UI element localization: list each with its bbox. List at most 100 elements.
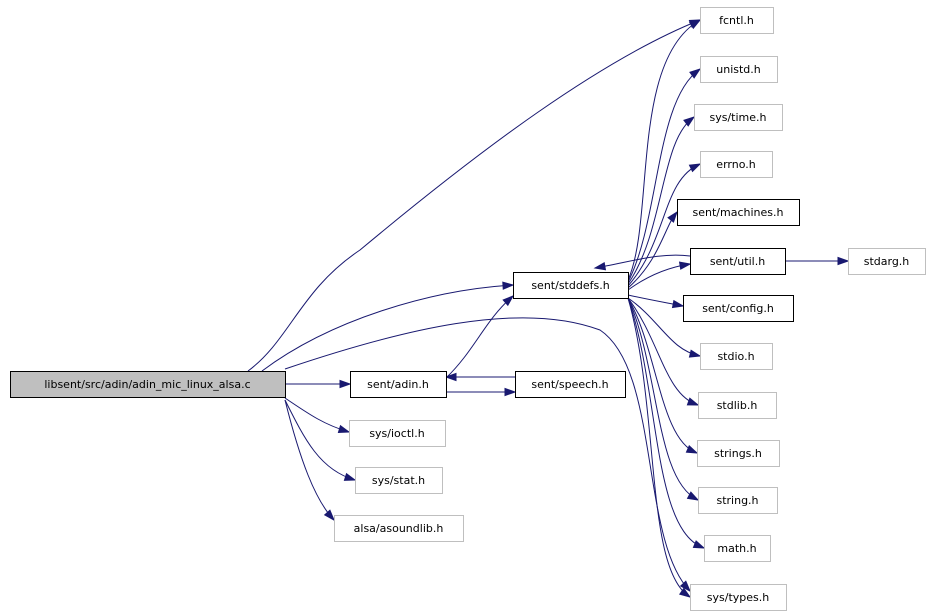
edge-util-to-stdarg-arrowhead xyxy=(837,256,850,266)
node-box xyxy=(334,515,464,542)
node-label: fcntl.h xyxy=(719,14,754,27)
edge-stddefs-to-systypes xyxy=(627,297,692,598)
node-root[interactable]: libsent/src/adin/adin_mic_linux_alsa.c xyxy=(10,371,286,398)
node-box xyxy=(677,199,800,226)
node-box xyxy=(350,371,447,398)
edge-line xyxy=(627,19,701,281)
edge-adin-to-speech xyxy=(446,387,517,397)
edge-root-to-sysstat-arrowhead xyxy=(343,472,357,481)
node-ioctl: sys/ioctl.h xyxy=(349,420,446,447)
node-box xyxy=(700,56,778,83)
node-box xyxy=(700,343,773,370)
edge-line xyxy=(627,163,701,287)
node-box xyxy=(704,535,771,562)
edge-root-to-ioctl xyxy=(284,397,351,433)
edge-root-to-sysstat xyxy=(284,399,357,481)
node-label: errno.h xyxy=(716,158,755,171)
node-errno: errno.h xyxy=(700,151,773,178)
node-label: sys/time.h xyxy=(710,111,767,124)
node-label: sent/util.h xyxy=(710,255,765,268)
edge-line xyxy=(284,399,335,521)
graph-edges xyxy=(247,19,850,598)
node-box xyxy=(698,392,777,419)
node-box xyxy=(700,151,773,178)
edge-stddefs-to-stdlib-arrowhead xyxy=(686,397,700,406)
edge-line xyxy=(627,68,701,283)
node-asound: alsa/asoundlib.h xyxy=(334,515,464,542)
edge-stddefs-to-stdio xyxy=(627,297,702,358)
node-box xyxy=(515,371,626,398)
edge-stddefs-to-stdlib xyxy=(627,297,700,406)
edge-line xyxy=(627,297,691,598)
edge-root-to-stddefs xyxy=(261,281,515,372)
edge-adin-to-stddefs xyxy=(445,294,515,379)
edge-line xyxy=(594,254,691,269)
node-string: string.h xyxy=(698,487,778,514)
edge-stddefs-to-util xyxy=(627,261,692,291)
node-label: sent/config.h xyxy=(702,302,774,315)
node-label: alsa/asoundlib.h xyxy=(354,522,444,535)
node-box xyxy=(683,295,794,322)
edge-stddefs-to-machines-arrowhead xyxy=(667,210,678,223)
edge-root-to-systypes xyxy=(284,317,692,593)
node-box xyxy=(690,584,787,611)
edge-line xyxy=(247,19,701,372)
edge-util-to-stdarg xyxy=(785,256,850,266)
node-label: sent/adin.h xyxy=(367,378,429,391)
edge-stddefs-to-strings xyxy=(627,297,699,454)
node-util[interactable]: sent/util.h xyxy=(690,248,786,275)
edge-stddefs-to-math-arrowhead xyxy=(692,540,706,549)
edge-line xyxy=(627,297,699,501)
edge-stddefs-to-strings-arrowhead xyxy=(685,444,699,454)
edge-line xyxy=(627,116,695,285)
edge-stddefs-to-config-arrowhead xyxy=(671,299,685,309)
node-box xyxy=(10,371,286,398)
node-box xyxy=(848,248,926,275)
edge-stddefs-to-fcntl xyxy=(627,19,702,281)
node-label: math.h xyxy=(717,542,756,555)
edge-stddefs-to-stdio-arrowhead xyxy=(688,349,702,358)
node-systypes: sys/types.h xyxy=(690,584,787,611)
edge-line xyxy=(445,295,514,379)
edge-stddefs-to-string xyxy=(627,297,700,501)
node-label: stdarg.h xyxy=(864,255,910,268)
node-box xyxy=(690,248,786,275)
node-speech[interactable]: sent/speech.h xyxy=(515,371,626,398)
node-box xyxy=(700,7,774,34)
edge-root-to-adin-arrowhead xyxy=(339,379,352,389)
node-fcntl: fcntl.h xyxy=(700,7,774,34)
node-math: math.h xyxy=(704,535,771,562)
edge-root-to-ioctl-arrowhead xyxy=(337,424,351,433)
edge-stddefs-to-unistd-arrowhead xyxy=(689,68,702,79)
edge-stddefs-to-systime xyxy=(627,116,696,285)
edge-stddefs-to-unistd xyxy=(627,68,702,283)
node-systime: sys/time.h xyxy=(694,104,783,131)
edge-stddefs-to-fcntl-arrowhead xyxy=(688,19,702,30)
node-box xyxy=(355,467,443,494)
edge-stddefs-to-systime-arrowhead xyxy=(683,116,696,127)
node-stdlib: stdlib.h xyxy=(698,392,777,419)
node-label: sent/machines.h xyxy=(693,206,784,219)
node-stdio: stdio.h xyxy=(700,343,773,370)
node-label: sys/stat.h xyxy=(372,474,425,487)
node-config[interactable]: sent/config.h xyxy=(683,295,794,322)
edge-root-to-fcntl xyxy=(247,19,702,372)
node-label: sys/types.h xyxy=(707,591,769,604)
node-box xyxy=(513,272,629,299)
node-stddefs[interactable]: sent/stddefs.h xyxy=(513,272,629,299)
edge-line xyxy=(284,397,350,433)
edge-line xyxy=(284,317,691,592)
node-label: sent/stddefs.h xyxy=(531,279,609,292)
edge-root-to-adin xyxy=(285,379,352,389)
node-label: strings.h xyxy=(714,447,762,460)
node-stdarg: stdarg.h xyxy=(848,248,926,275)
node-box xyxy=(694,104,783,131)
node-label: string.h xyxy=(716,494,758,507)
node-label: libsent/src/adin/adin_mic_linux_alsa.c xyxy=(44,378,250,391)
edge-line xyxy=(284,399,356,481)
node-machines[interactable]: sent/machines.h xyxy=(677,199,800,226)
node-adin[interactable]: sent/adin.h xyxy=(350,371,447,398)
node-box xyxy=(349,420,446,447)
edge-root-to-systypes-arrowhead xyxy=(679,580,692,593)
